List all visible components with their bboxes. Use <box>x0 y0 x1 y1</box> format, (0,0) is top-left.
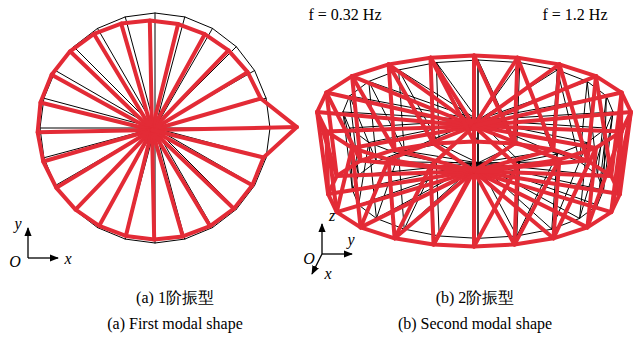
deformed-spoke <box>126 130 152 236</box>
axis-label: z <box>329 208 335 224</box>
deformed-spoke <box>52 75 152 130</box>
deformed-spoke <box>152 24 178 130</box>
deformed-strut <box>514 166 517 244</box>
first-mode-view <box>38 13 297 243</box>
deformed-spoke <box>152 127 297 130</box>
deformed-diagonal <box>474 166 518 246</box>
caption: (a) First modal shape <box>107 316 243 332</box>
deformed-spoke <box>152 130 264 158</box>
deformed-lower-spoke <box>337 171 474 212</box>
deformed-upper-spoke <box>474 93 622 126</box>
deformed-strut <box>514 58 517 144</box>
deformed-spoke <box>150 20 152 130</box>
deformed-strut <box>430 58 433 144</box>
axis-label: y <box>347 232 354 248</box>
deformed-lower-spoke <box>474 171 611 176</box>
deformed-diagonal <box>620 93 622 194</box>
deformed-diagonal <box>559 64 587 160</box>
caption: (a) 1阶振型 <box>136 290 214 306</box>
axis-label: x <box>324 266 331 282</box>
deformed-diagonal <box>430 58 474 142</box>
axis-label: y <box>14 216 21 232</box>
deformed-diagonal <box>596 76 611 176</box>
coordinate-axes <box>28 224 352 274</box>
deformed-strut <box>389 160 395 239</box>
deformed-lower-spoke <box>474 161 587 172</box>
caption: (b) 2阶振型 <box>436 290 515 306</box>
deformed-lower-spoke <box>337 171 474 176</box>
deformed-spoke <box>152 34 205 130</box>
axis-label: O <box>303 251 315 267</box>
deformed-spoke <box>152 130 154 240</box>
deformed-lower-spoke <box>328 171 474 194</box>
deformed-ring <box>38 20 297 239</box>
second-mode-view <box>317 56 631 247</box>
deformed-diagonal <box>389 64 434 143</box>
axis-arrow <box>322 253 352 254</box>
deformed-spoke <box>152 130 252 185</box>
axis-arrow <box>321 224 322 254</box>
deformed-strut <box>472 168 476 246</box>
deformed-hub-mast <box>472 126 476 171</box>
frequency-label: f = 1.2 Hz <box>542 7 607 23</box>
deformed-lower-spoke <box>434 144 474 172</box>
caption: (b) Second modal shape <box>398 316 552 332</box>
axis-label: x <box>64 251 71 267</box>
deformed-diagonal <box>337 148 352 212</box>
axis-label: O <box>9 254 21 270</box>
deformed-strut <box>587 76 596 161</box>
axis-arrow <box>28 257 58 258</box>
deformed-spoke <box>38 130 152 132</box>
deformed-spoke <box>99 130 152 226</box>
deformed-spoke <box>40 102 152 130</box>
deformed-lower-spoke <box>395 150 474 171</box>
deformed-upper-spoke <box>326 126 474 131</box>
undeformed-top-ring <box>343 60 613 164</box>
frequency-label: f = 0.32 Hz <box>308 7 381 23</box>
axis-arrow <box>27 228 28 258</box>
